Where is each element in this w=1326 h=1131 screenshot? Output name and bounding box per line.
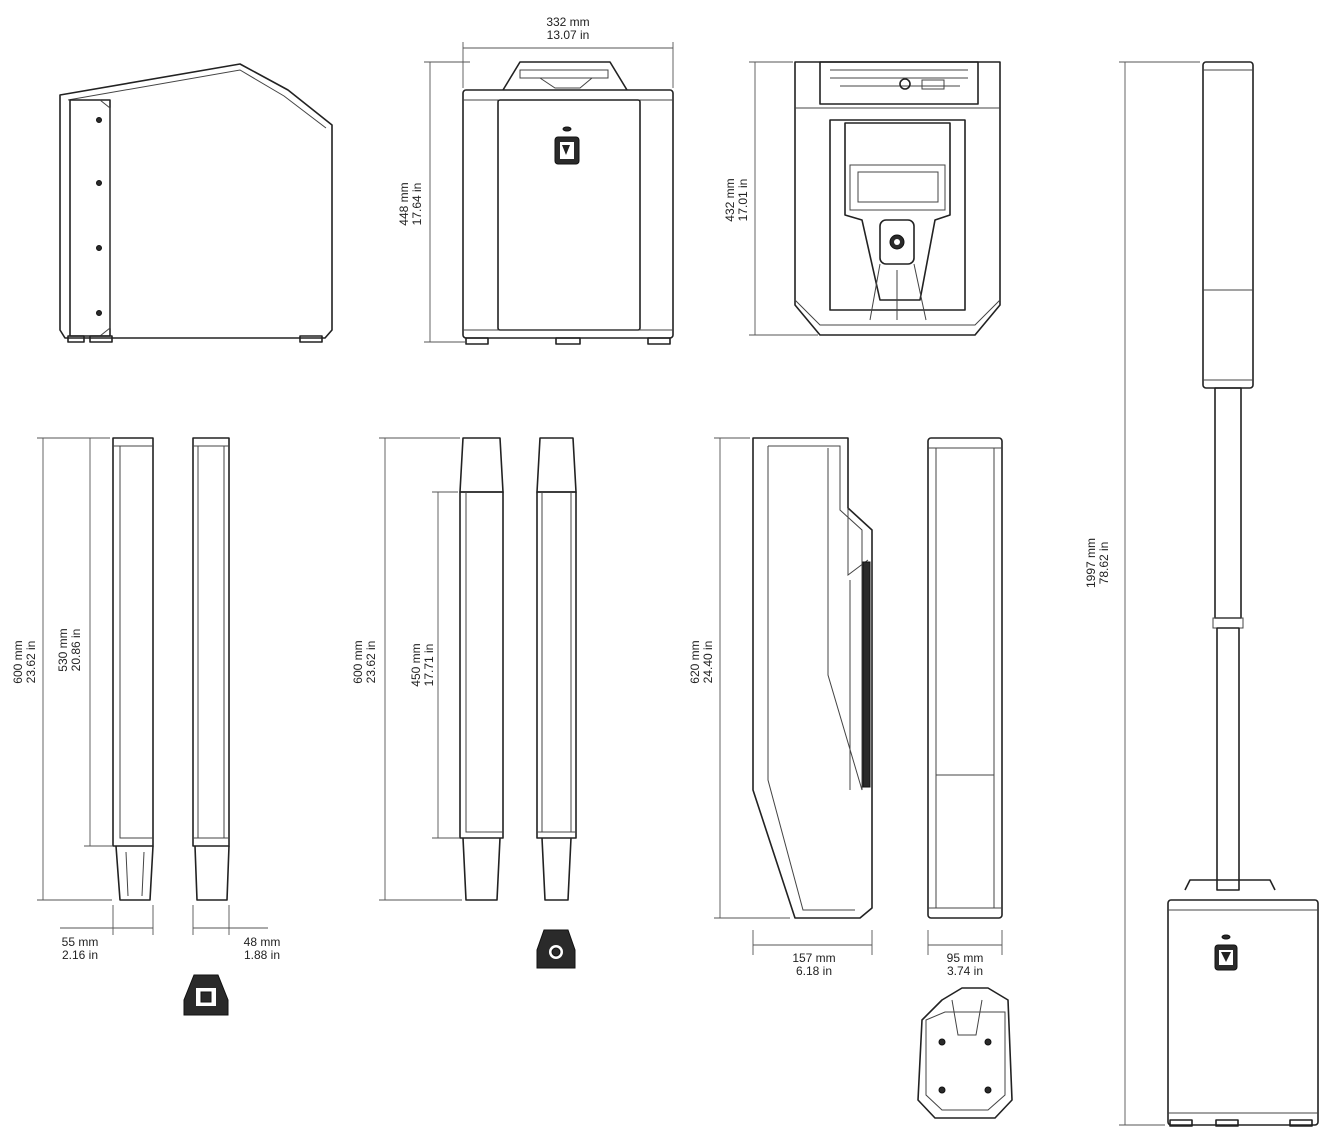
subwoofer-front-view <box>462 61 674 345</box>
column-section-2 <box>379 437 577 969</box>
subwoofer-rear-view <box>794 61 1001 336</box>
array-side-view <box>714 437 873 955</box>
full-column-assembly <box>1119 61 1319 1127</box>
column-section-1 <box>37 437 268 1016</box>
subwoofer-side-view <box>59 63 333 343</box>
front-width-dimension <box>424 42 674 343</box>
array-front-view <box>917 437 1013 1119</box>
rear-height-dimension <box>749 61 818 336</box>
